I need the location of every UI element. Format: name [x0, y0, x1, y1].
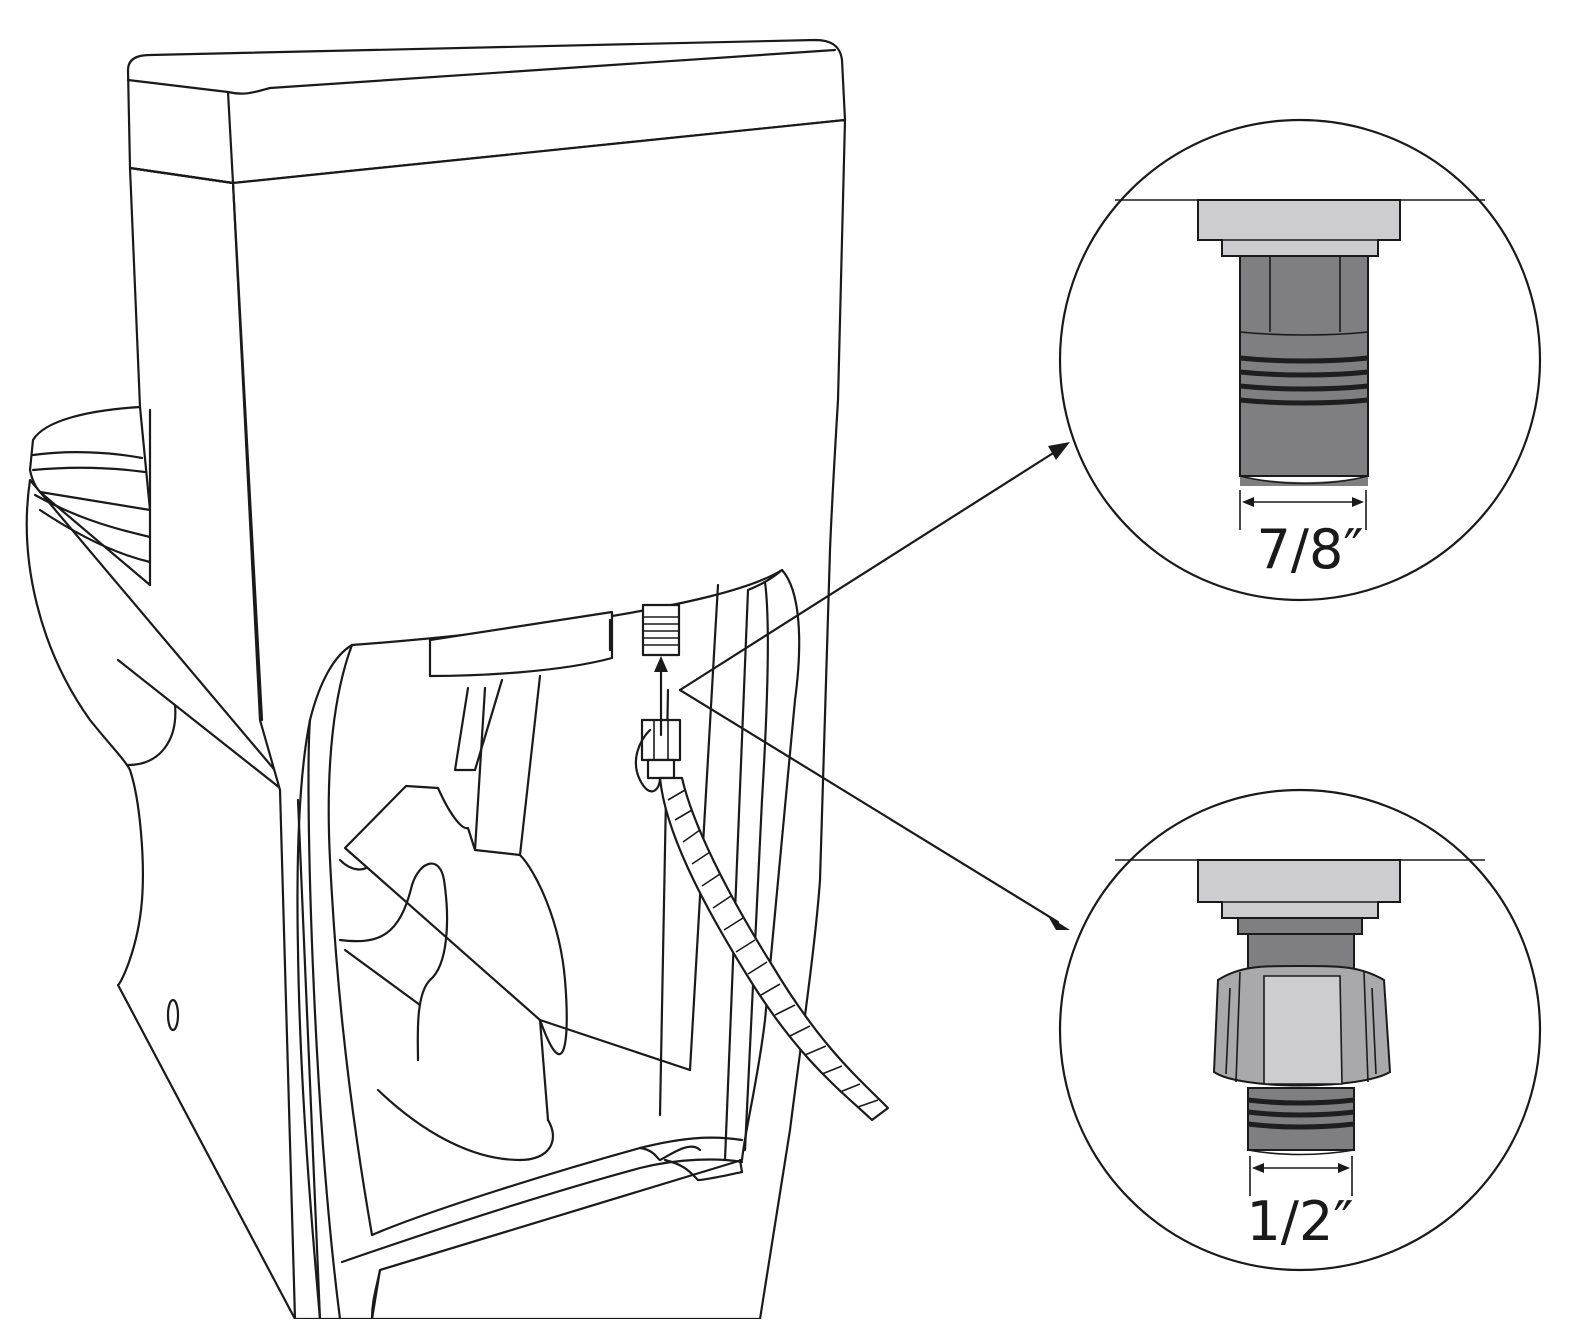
toilet-bowl	[25, 478, 302, 1321]
braided-supply-hose	[634, 728, 890, 1122]
toilet-illustration	[25, 38, 847, 1321]
water-inlet	[641, 603, 681, 657]
shank-1-2	[1247, 1087, 1355, 1151]
bolt-hole	[166, 998, 180, 1032]
flush-valve-housing	[428, 610, 614, 678]
inlet-nut	[1197, 199, 1401, 257]
callout-arrow-top	[678, 442, 1070, 692]
detail-callout-1-2: 1/2″	[1058, 788, 1542, 1272]
detail-callout-7-8: 7/8″	[1058, 118, 1542, 602]
inlet-nut	[1197, 859, 1401, 919]
connect-up-arrow	[654, 656, 668, 737]
dimension-label-1-2: 1/2″	[1246, 1190, 1353, 1253]
shank-7-8	[1239, 255, 1369, 477]
tank-lid	[126, 38, 847, 185]
callout-arrow-bottom	[678, 688, 1070, 930]
dimension-label-7-8: 7/8″	[1256, 518, 1363, 581]
toilet-seat	[28, 405, 152, 512]
